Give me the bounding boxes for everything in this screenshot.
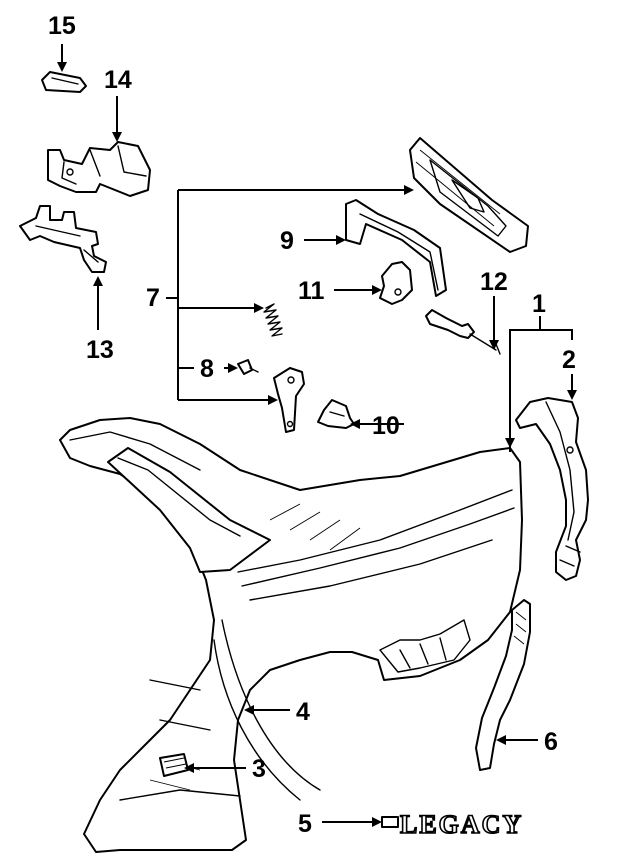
callout-numbers: 15 14 13 7 8 9 11 12 1 2 10 4 3 6 5 — [48, 12, 576, 838]
part-12-cable — [425, 309, 501, 355]
callout-6: 6 — [544, 728, 558, 756]
part-6-molding — [475, 599, 531, 771]
leader-lines — [57, 44, 577, 827]
callout-9: 9 — [280, 227, 294, 255]
part-15-clip — [41, 71, 87, 93]
callout-4: 4 — [296, 698, 310, 726]
part-5-emblem: LEGACY — [381, 809, 523, 840]
part-13-bracket — [19, 205, 107, 273]
part-14-hinge — [47, 141, 151, 197]
part-hinge-arm — [273, 367, 305, 433]
callout-13: 13 — [86, 336, 114, 364]
callout-1: 1 — [532, 290, 546, 318]
callout-15: 15 — [48, 12, 76, 40]
part-8-screw — [237, 359, 259, 375]
part-11-latch — [379, 261, 413, 305]
callout-2: 2 — [562, 346, 576, 374]
part-fuel-door-housing — [409, 137, 529, 253]
callout-11: 11 — [298, 277, 325, 305]
callout-10: 10 — [372, 412, 400, 440]
callout-3: 3 — [252, 755, 266, 783]
part-2-extension — [515, 397, 589, 581]
callout-12: 12 — [480, 268, 508, 296]
callout-7: 7 — [146, 284, 160, 312]
callout-14: 14 — [104, 66, 132, 94]
part-1-quarter-panel — [59, 417, 523, 853]
part-9-seal — [345, 199, 447, 297]
emblem-lettering: LEGACY — [400, 810, 523, 839]
callout-5: 5 — [298, 810, 312, 838]
part-7-spring — [263, 303, 283, 337]
callout-8: 8 — [200, 355, 214, 383]
part-10-clip — [317, 399, 355, 429]
